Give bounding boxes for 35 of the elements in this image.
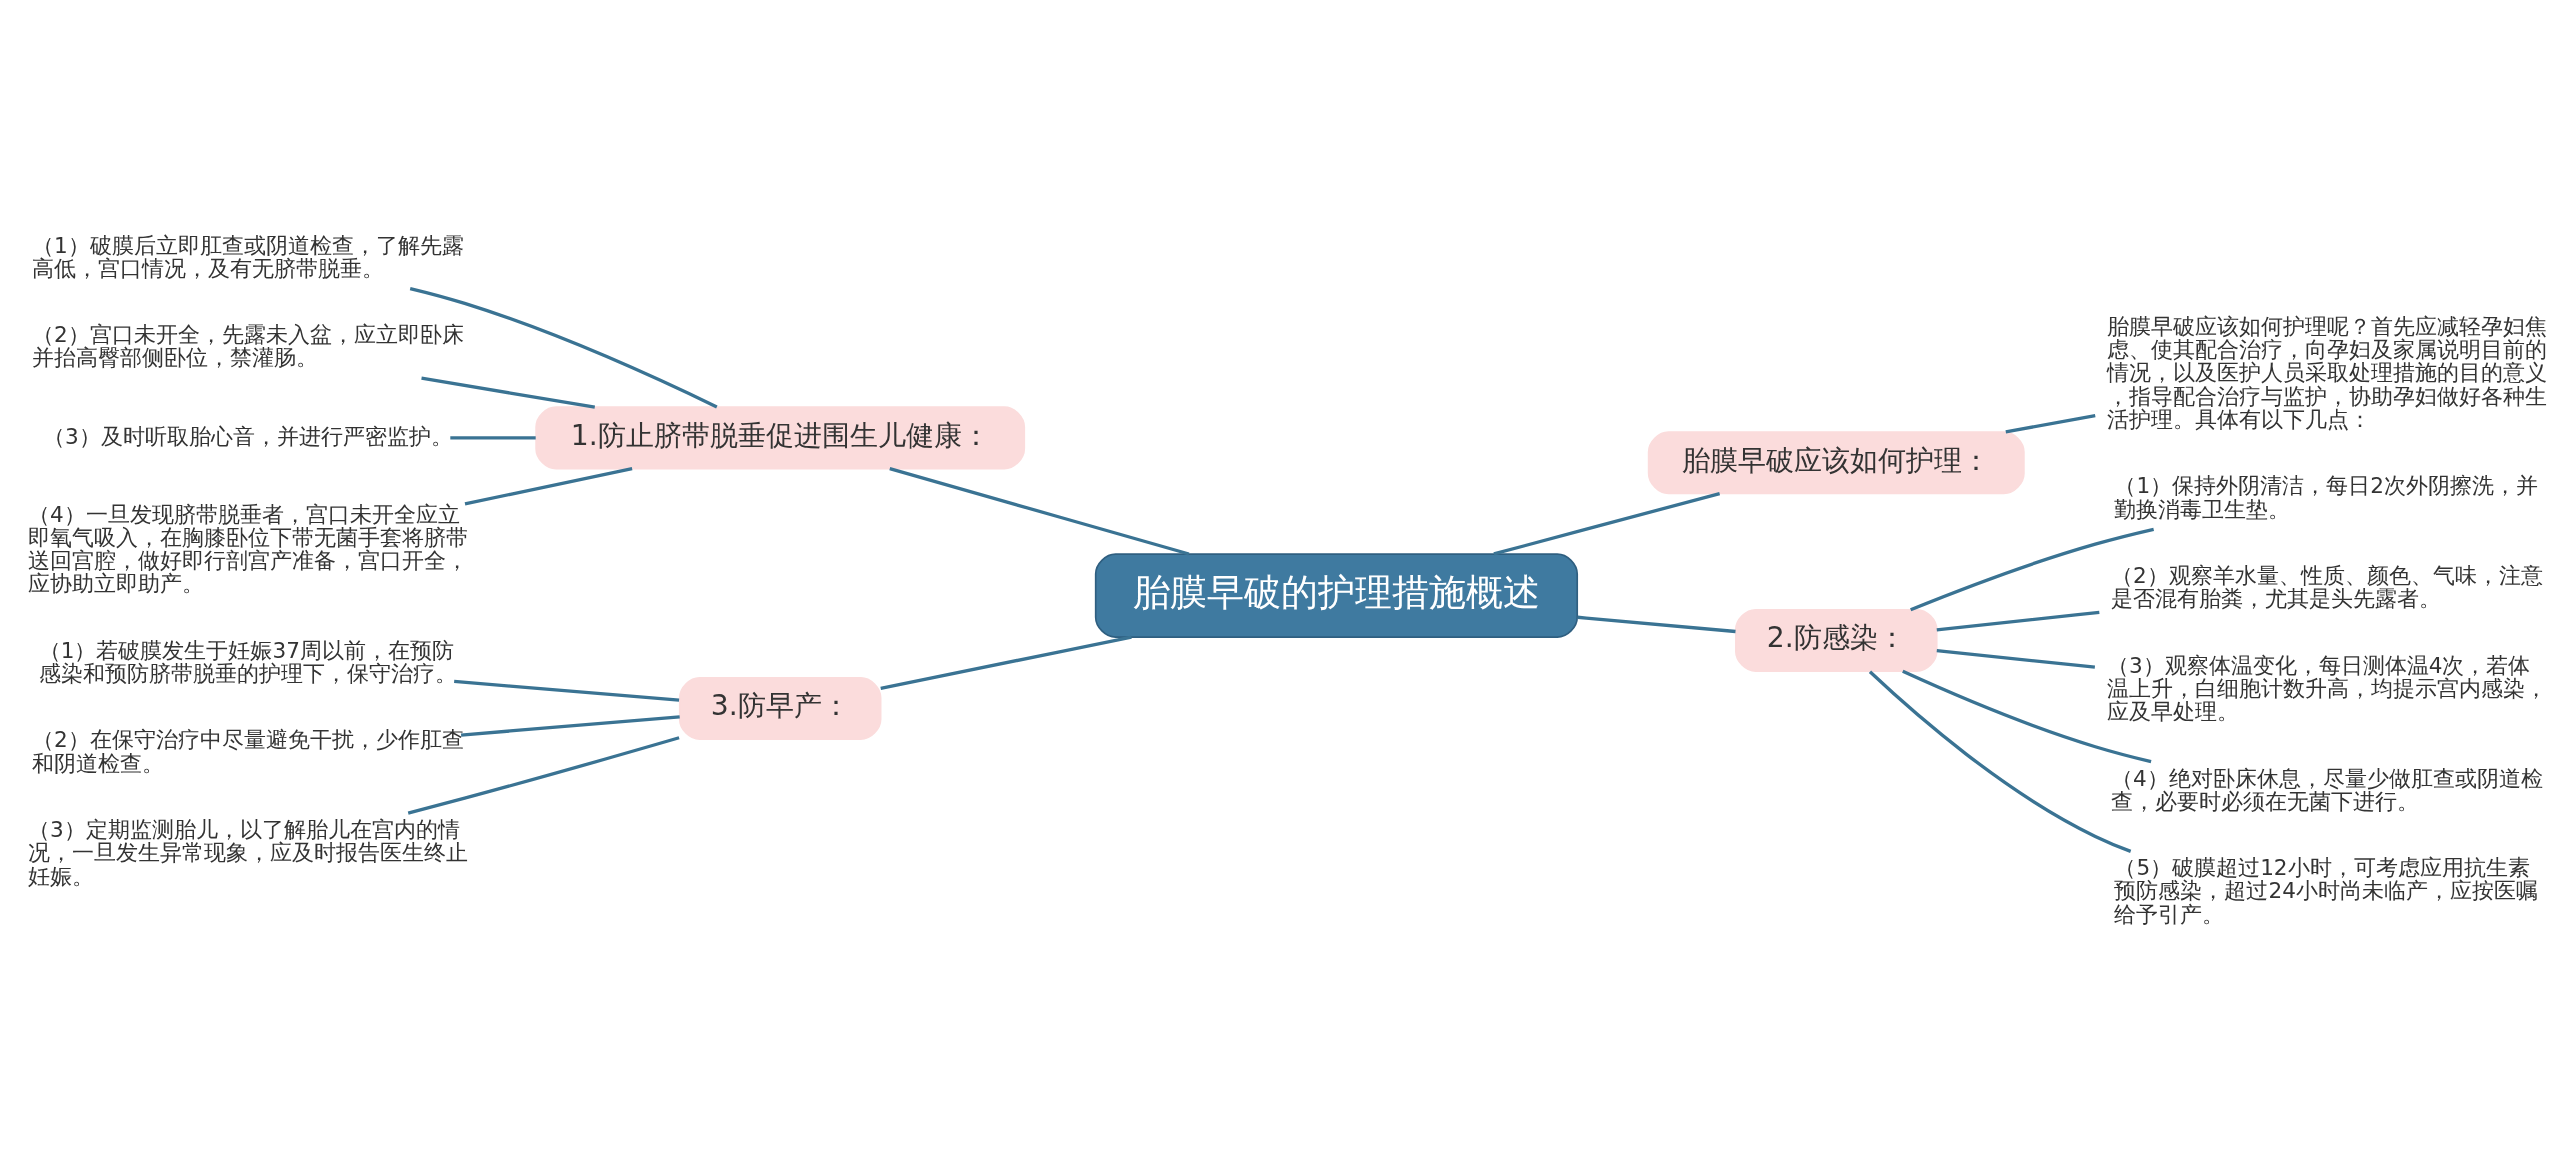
connector	[1936, 649, 2096, 669]
node-text: （2）观察羊水量、性质、颜色、气味，注意是否混有胎粪，尤其是头先露者。	[2111, 562, 2543, 612]
node-text: （4）一旦发现脐带脱垂者，宫口未开全应立即氧气吸入，在胸膝卧位下带无菌手套将脐带送回宫腔，做好即行剖宫产准备，宫口开全，应协助立即助产。	[27, 501, 468, 597]
node-box: 1.防止脐带脱垂促进围生儿健康：	[535, 406, 1026, 470]
node-box: 3.防早产：	[678, 676, 882, 741]
node-text: （1）若破膜发生于妊娠37周以前，在预防感染和预防脐带脱垂的护理下，保守治疗。	[38, 637, 457, 686]
node-text: （4）绝对卧床休息，尽量少做肛查或阴道检查，必要时必须在无菌下进行。	[2111, 765, 2543, 814]
connector	[1493, 491, 1721, 556]
connector	[407, 736, 680, 815]
node-text: （2）在保守治疗中尽量避免干扰，少作肛查和阴道检查。	[32, 727, 464, 776]
node-text: （2）宫口未开全，先露未入盆，应立即卧床并抬高臀部侧卧位，禁灌肠。	[32, 322, 464, 371]
connector	[1902, 669, 2152, 764]
connector	[464, 467, 633, 506]
connector	[421, 376, 596, 409]
connector	[889, 467, 1190, 556]
node-text: 胎膜早破应该如何护理呢？首先应减轻孕妇焦虑、使其配合治疗，向孕妇及家属说明目前的情况，以及医护人员采取处理措施的目的意义，指导配合治疗与监护，协助孕妇做好各种生活护理。具体有以下几点：	[2106, 313, 2547, 432]
connector	[450, 436, 536, 440]
node-text: （1）破膜后立即肛查或阴道检查，了解先露高低，宫口情况，及有无脐带脱垂。	[32, 232, 464, 281]
node-text: （1）保持外阴清洁，每日2次外阴擦洗，并勤换消毒卫生垫。	[2114, 473, 2538, 522]
node-text: （3）观察体温变化，每日测体温4次，若体温上升，白细胞计数升高，均提示宫内感染，应及早处理。	[2106, 652, 2547, 725]
connector	[1910, 527, 2155, 612]
connector	[1577, 615, 1736, 634]
connector	[454, 679, 680, 702]
connector	[1936, 610, 2100, 632]
node-text: （3）及时听取胎心音，并进行严密监护。	[42, 423, 453, 449]
connector	[2005, 413, 2096, 434]
node-box: 胎膜早破应该如何护理：	[1647, 431, 2025, 495]
connector	[460, 715, 680, 737]
node-text: （5）破膜超过12小时，可考虑应用抗生素预防感染，超过24小时尚未临产，应按医嘱给予引产。	[2114, 855, 2538, 927]
node-box: 胎膜早破的护理措施概述	[1094, 553, 1579, 638]
connector	[880, 635, 1132, 690]
node-box: 2.防感染：	[1735, 608, 1938, 672]
connector	[409, 286, 718, 409]
connector	[1868, 670, 2132, 853]
node-text: （3）定期监测胎儿，以了解胎儿在宫内的情况，一旦发生异常现象，应及时报告医生终止妊娠。	[27, 817, 468, 889]
